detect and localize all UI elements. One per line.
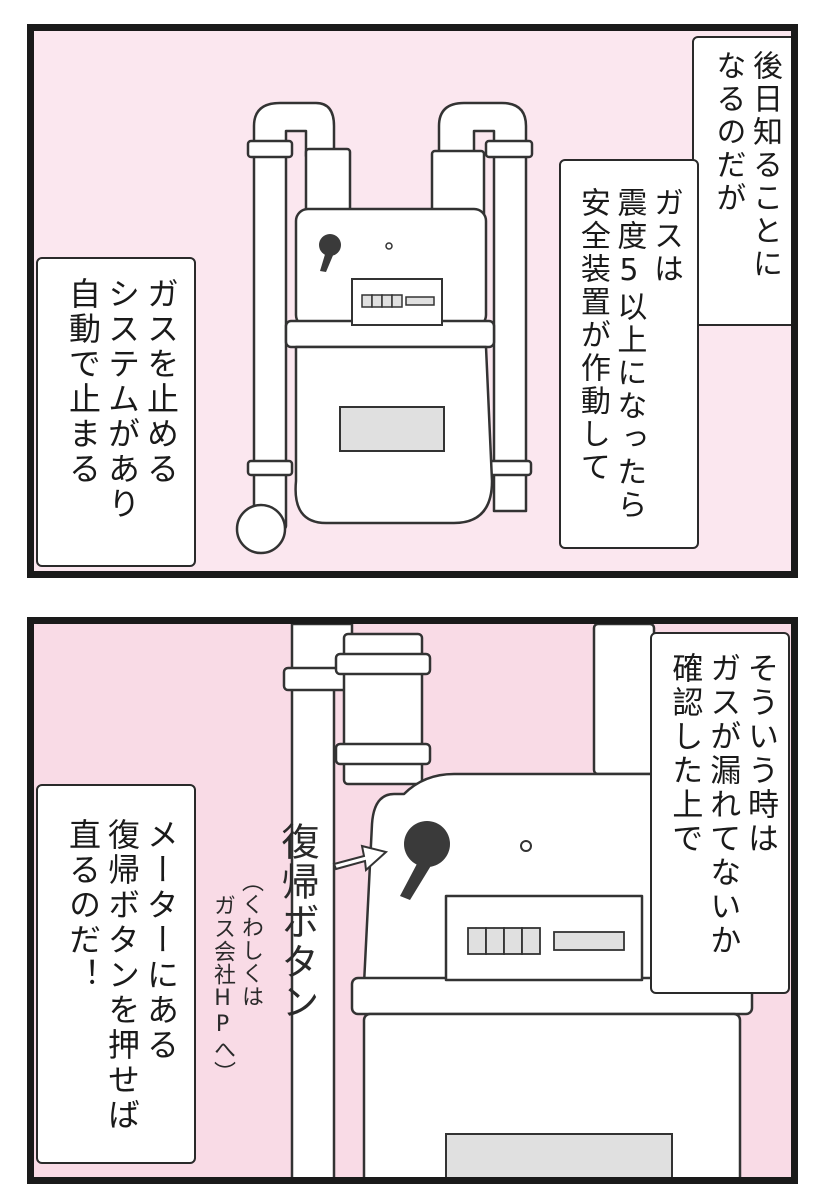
caption-line: 安全装置が作動して [574,187,610,484]
caption-line: 後日知ることに [747,50,782,281]
arrow-icon [332,844,389,873]
comic-panel-2: 復帰ボタン （くわしくは ガス会社HPへ） そういう時は ガスが漏れてないか 確… [27,617,798,1184]
caption-line: システムがあり [102,277,141,522]
annotation-note-line-1: （くわしくは [238,870,263,1008]
caption-line: 確認した上で [666,652,703,856]
annotation-restore-button: 復帰ボタン [275,822,319,1022]
right-pipe [592,624,656,776]
caption-box-left: ガスを止める システムがあり 自動で止まる [36,257,196,567]
caption-gas-stop-system: ガスを止める システムがあり 自動で止まる [63,277,180,522]
meter-display-window [339,406,445,452]
caption-line: ガスを止める [142,277,180,487]
valve-knob [235,503,287,555]
caption-line: 復帰ボタンを押せば [102,818,141,1133]
caption-box-right: そういう時は ガスが漏れてないか 確認した上で [650,632,790,994]
caption-line: 自動で止まる [63,277,102,487]
caption-box-middle-right: ガスは 震度5以上になったら 安全装置が作動して [559,159,699,549]
caption-line: 震度5以上になったら [611,187,647,522]
caption-line: 直るのだ！ [63,818,102,993]
caption-box-top-right: 後日知ることに なるのだが [692,36,791,326]
caption-press-button: メーターにある 復帰ボタンを押せば 直るのだ！ [63,818,180,1133]
caption-line: そういう時は [742,652,778,856]
caption-line: メーターにある [142,818,180,1063]
gas-meter-illustration [235,101,534,555]
annotation-note-line-2: ガス会社HPへ） [210,894,235,1084]
restore-button-knob [404,821,450,867]
caption-check-leak: そういう時は ガスが漏れてないか 確認した上で [665,652,778,958]
caption-box-left: メーターにある 復帰ボタンを押せば 直るのだ！ [36,784,196,1164]
caption-safety-device: ガスは 震度5以上になったら 安全装置が作動して [573,187,683,522]
caption-line: なるのだが [710,50,746,215]
restore-button-knob [319,234,341,256]
meter-display-window [445,1133,673,1177]
comic-panel-1: 後日知ることに なるのだが ガスは 震度5以上になったら 安全装置が作動して ガ… [27,24,798,578]
gas-meter-closeup-illustration [282,624,754,1177]
caption-line: ガスは [648,187,683,286]
caption-later-learned: 後日知ることに なるのだが [709,50,782,281]
caption-line: ガスが漏れてないか [704,652,741,958]
